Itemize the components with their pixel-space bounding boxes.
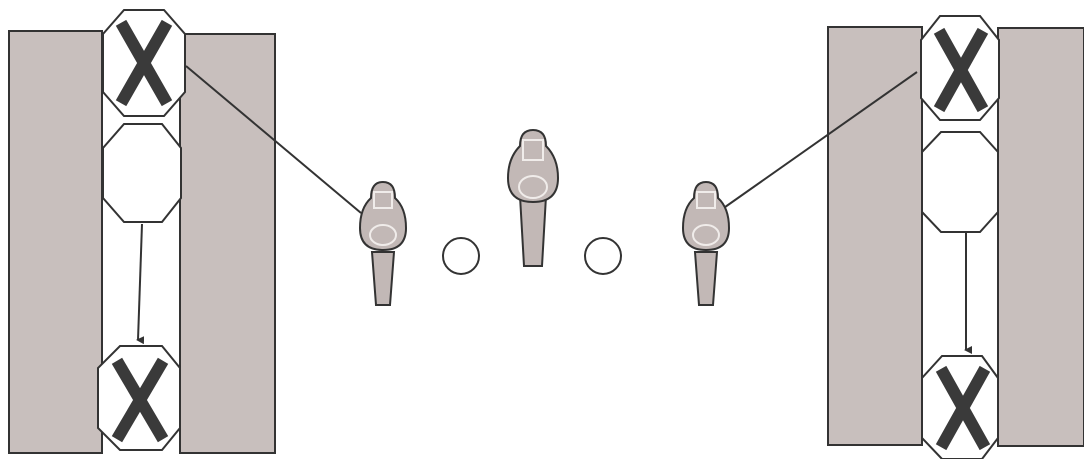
- left-connector-line: [185, 65, 362, 214]
- x-mark-icon: [111, 357, 169, 443]
- right-connector-line: [717, 71, 918, 213]
- left-top-octagon: [102, 9, 186, 117]
- circle-right: [584, 237, 622, 275]
- right-outer-wall: [997, 27, 1084, 447]
- circle-left: [442, 237, 480, 275]
- left-bottom-octagon: [97, 345, 181, 451]
- x-mark-icon: [935, 365, 991, 451]
- right-inner-wall: [827, 26, 923, 446]
- figure-right: [681, 180, 731, 306]
- left-middle-octagon: [102, 123, 182, 223]
- left-move-arrow: [136, 223, 145, 345]
- x-mark-icon: [933, 27, 989, 113]
- right-middle-octagon: [921, 131, 999, 233]
- x-mark-icon: [115, 19, 173, 107]
- figure-center: [506, 128, 560, 267]
- right-top-octagon: [920, 15, 1000, 121]
- right-bottom-octagon: [921, 355, 999, 459]
- left-inner-wall: [179, 33, 276, 454]
- figure-left: [358, 180, 408, 306]
- left-outer-wall: [8, 30, 103, 454]
